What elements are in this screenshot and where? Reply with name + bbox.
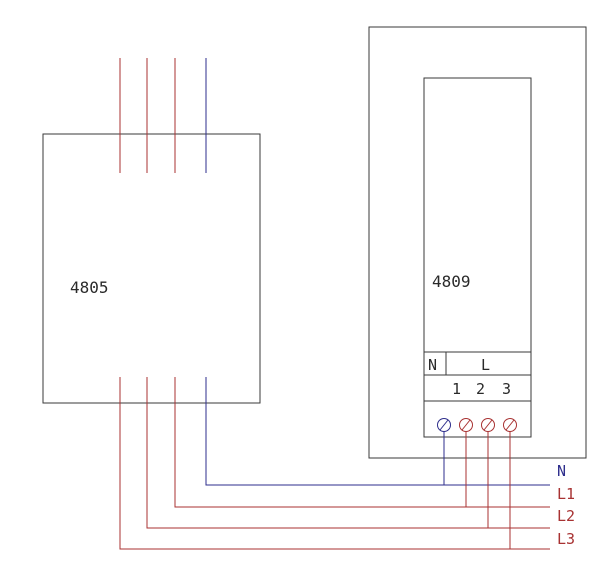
device-4805-label: 4805 xyxy=(70,278,109,297)
terminal-1-slot xyxy=(461,419,471,431)
top-wire-stubs xyxy=(119,58,207,173)
terminal-number-2: 2 xyxy=(476,380,485,398)
terminal-header-neutral: N xyxy=(428,356,437,374)
device-4809-label: 4809 xyxy=(432,272,471,291)
terminal-number-3: 3 xyxy=(502,380,511,398)
device-4809-body xyxy=(423,77,532,438)
wire-l3 xyxy=(119,377,550,550)
terminal-n-slot xyxy=(439,419,449,431)
device-4805: 4805 xyxy=(42,133,261,404)
terminal-3-screw xyxy=(503,418,517,432)
wire-n xyxy=(205,377,550,486)
device-4805-body xyxy=(42,133,261,404)
terminal-3-slot xyxy=(505,419,515,431)
device-4809-enclosure: 4809 N L 1 2 3 xyxy=(368,26,587,459)
terminal-2-screw xyxy=(481,418,495,432)
terminal-header-phase: L xyxy=(481,356,490,374)
terminal-number-1: 1 xyxy=(452,380,461,398)
line-label-n: N xyxy=(557,462,566,480)
line-label-l2: L2 xyxy=(557,507,575,525)
terminal-1 xyxy=(459,418,473,432)
terminal-n-screw xyxy=(437,418,451,432)
line-label-l3: L3 xyxy=(557,530,575,548)
wiring xyxy=(119,377,550,550)
wire-l2 xyxy=(146,377,550,529)
terminal-3 xyxy=(503,418,517,432)
terminal-n xyxy=(437,418,451,432)
wire-l1 xyxy=(174,377,550,508)
line-labels: N L1 L2 L3 xyxy=(557,462,575,548)
enclosure-outer xyxy=(368,26,587,459)
terminal-1-screw xyxy=(459,418,473,432)
terminal-2-slot xyxy=(483,419,493,431)
line-label-l1: L1 xyxy=(557,485,575,503)
terminal-2 xyxy=(481,418,495,432)
